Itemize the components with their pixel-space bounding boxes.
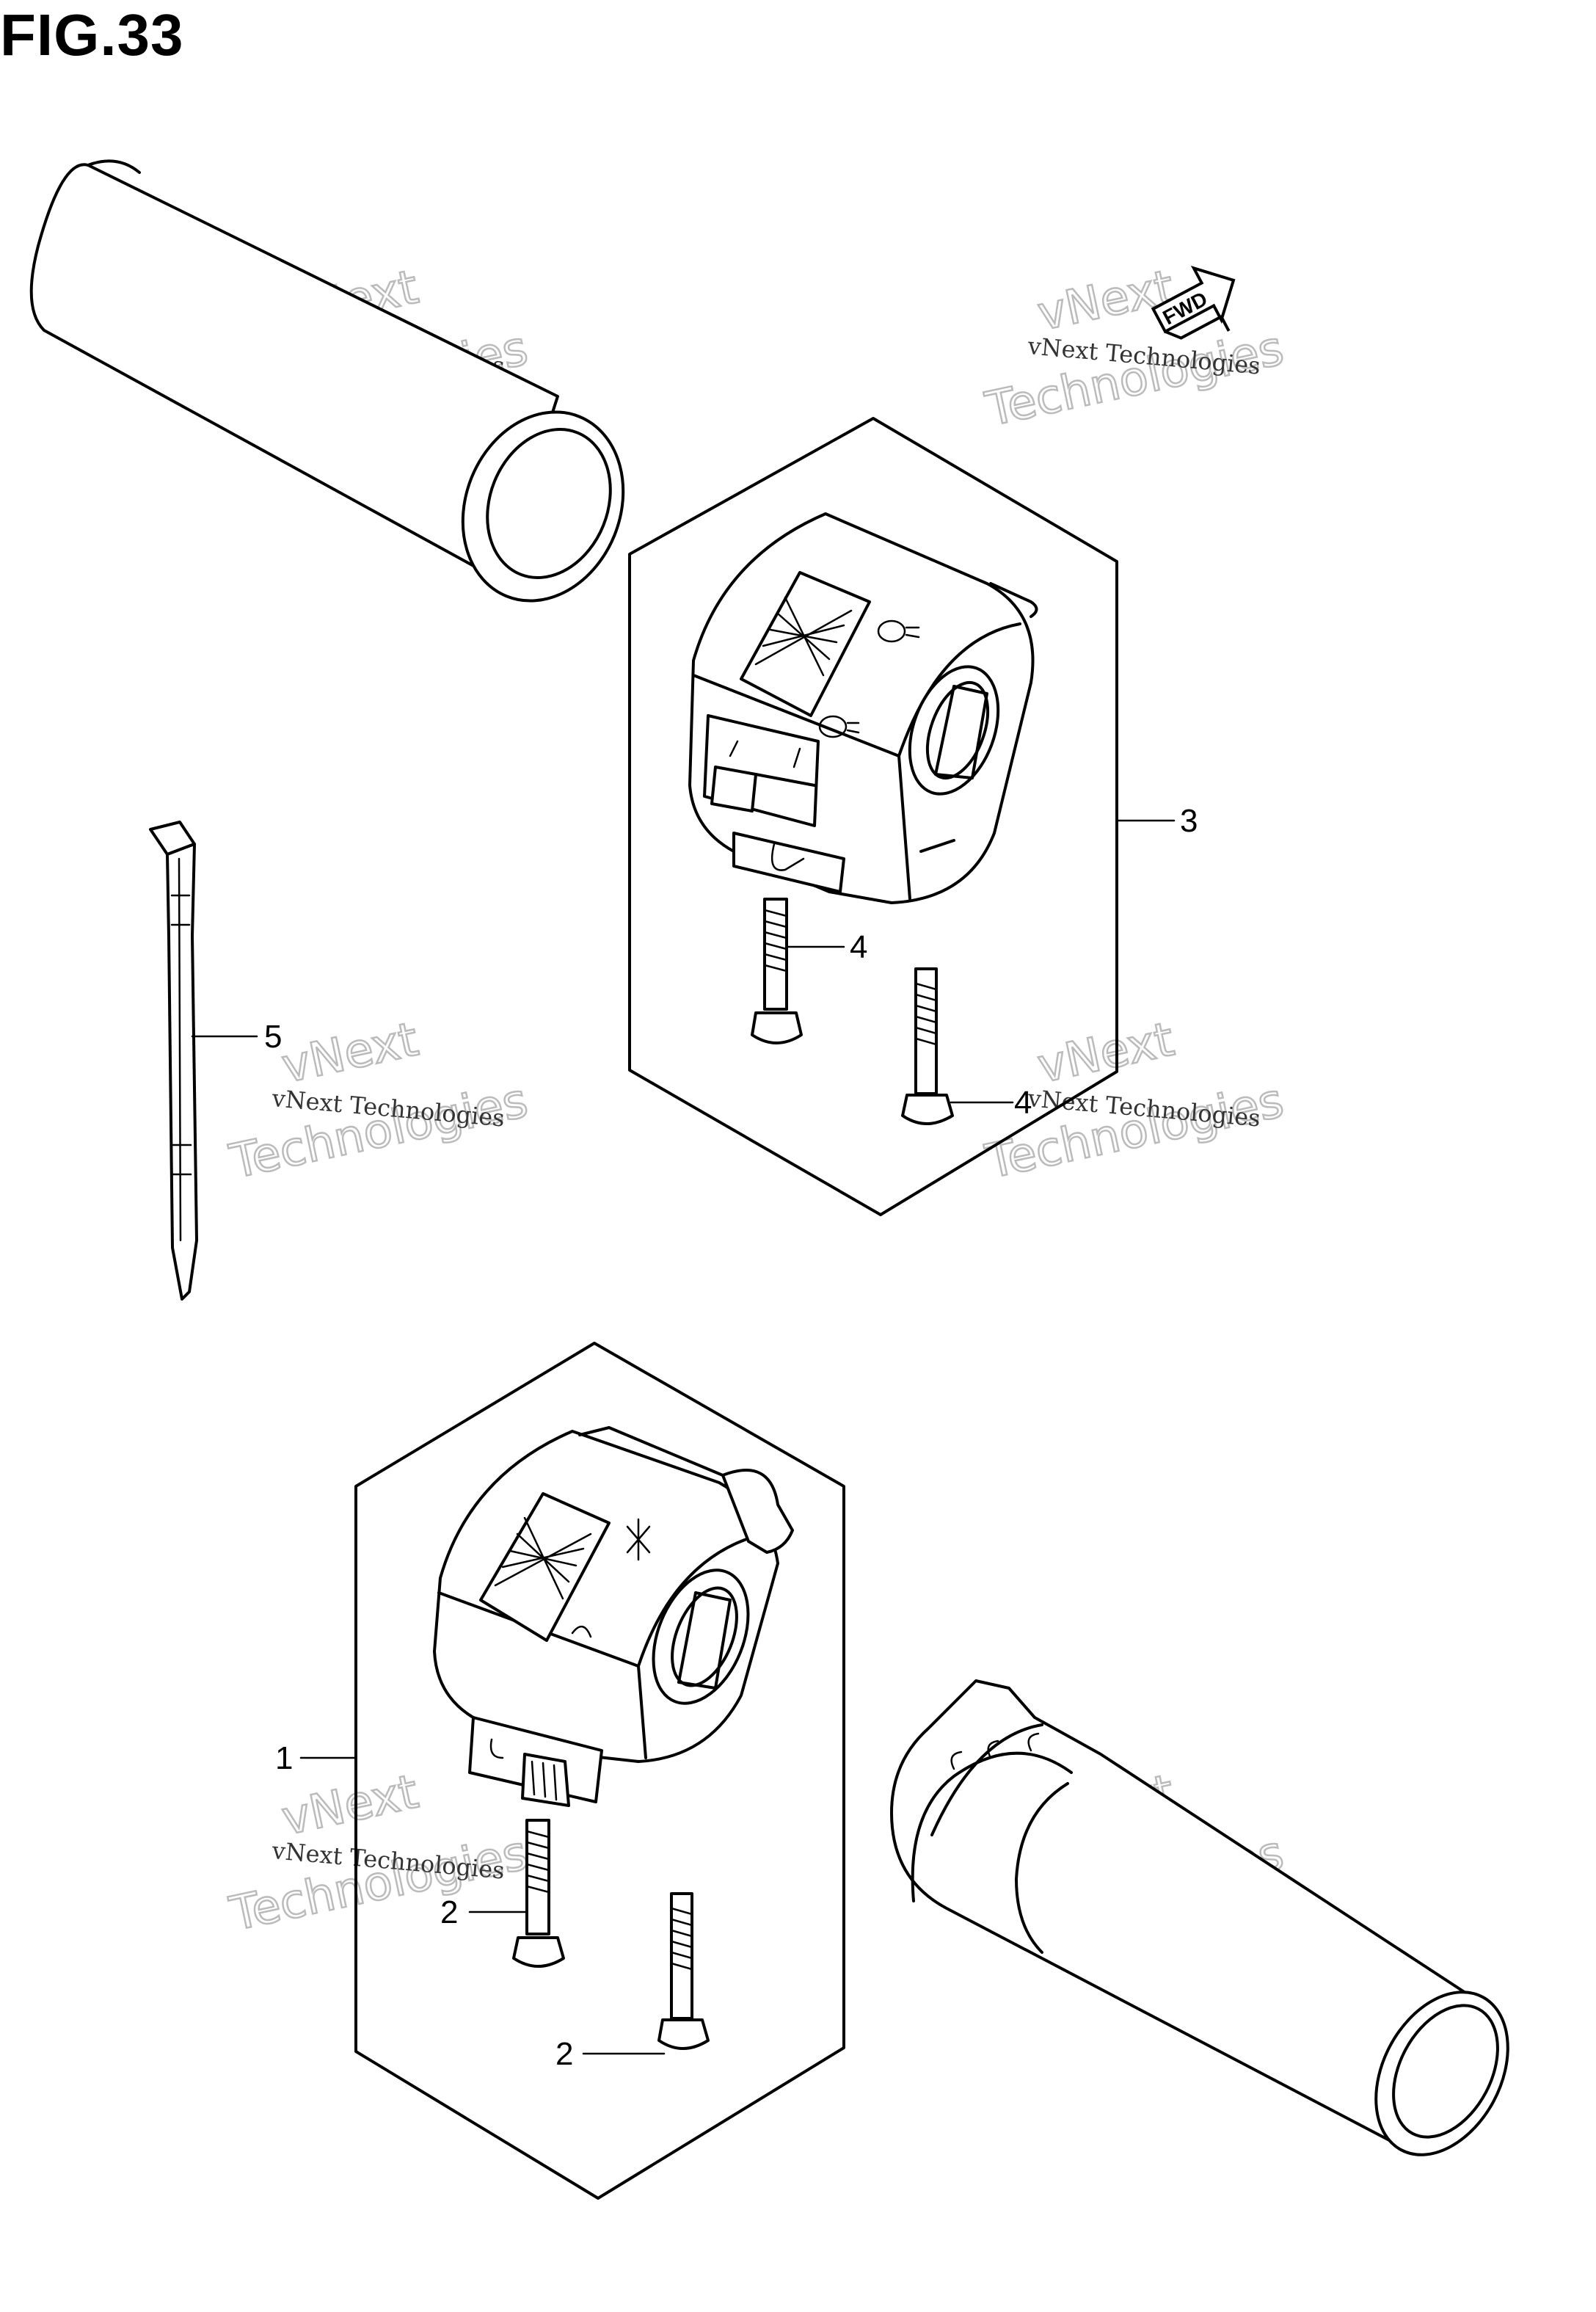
svg-text:Technologies: Technologies: [225, 1074, 533, 1190]
watermark-top-right: vNext Technologies vNext Technologies: [980, 259, 1289, 438]
svg-text:1: 1: [275, 1740, 293, 1776]
screw-4b: [901, 967, 954, 1125]
left-handlebar-switch: [433, 1426, 794, 1807]
callout-2b: 2: [555, 2036, 666, 2072]
svg-text:vNext: vNext: [277, 1012, 423, 1094]
throttle-grip: [890, 1679, 1509, 2156]
svg-text:vNext: vNext: [277, 1764, 423, 1846]
callout-4b: 4: [950, 1085, 1032, 1121]
figure-title: FIG.33: [0, 2, 184, 68]
svg-text:2: 2: [555, 2036, 573, 2072]
svg-text:vNext: vNext: [1033, 1012, 1178, 1094]
callout-5: 5: [191, 1019, 282, 1055]
svg-text:vNext: vNext: [1033, 260, 1178, 341]
left-handlebar-grip: [29, 159, 625, 603]
watermark-bottom-left: vNext Technologies vNext Technologies: [225, 1764, 533, 1943]
callout-3: 3: [1115, 803, 1198, 839]
svg-text:3: 3: [1180, 803, 1198, 839]
callout-1: 1: [275, 1740, 357, 1776]
callout-4a: 4: [787, 929, 867, 965]
right-handlebar-switch: [688, 512, 1038, 904]
cable-tie: [149, 821, 198, 1301]
switch-kit-border-right: [628, 417, 1118, 1216]
callout-2a: 2: [440, 1894, 527, 1930]
screw-4a: [751, 898, 803, 1044]
svg-text:Technologies: Technologies: [225, 1826, 533, 1942]
svg-text:Technologies: Technologies: [981, 321, 1289, 437]
screw-2b: [657, 1892, 710, 2050]
svg-text:4: 4: [1014, 1085, 1032, 1121]
svg-text:4: 4: [850, 929, 867, 965]
screw-2a: [512, 1819, 565, 1968]
svg-text:5: 5: [264, 1019, 282, 1055]
watermark-mid-left: vNext Technologies vNext Technologies: [225, 1011, 533, 1190]
switch-kit-border-left: [354, 1342, 845, 2200]
svg-text:2: 2: [440, 1894, 458, 1930]
